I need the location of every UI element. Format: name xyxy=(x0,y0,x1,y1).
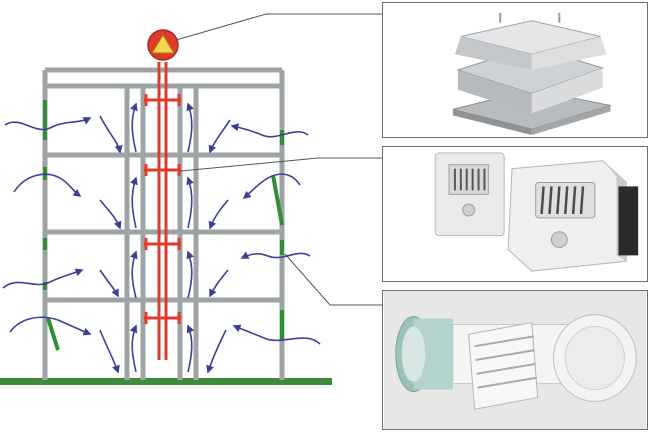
airflow-arrow xyxy=(240,251,311,259)
window-air-inlet-icon xyxy=(383,291,647,429)
exhaust-grille-photo xyxy=(382,146,648,282)
airflow-arrow xyxy=(99,329,120,374)
airflow-arrow xyxy=(99,115,123,154)
wall-exhaust-grille-icon xyxy=(383,147,647,281)
airflow-arrow xyxy=(186,176,194,229)
callout-line-exhaust-grille xyxy=(180,157,382,172)
callout-line-roof-fan xyxy=(175,13,382,41)
window-inlet-photo xyxy=(382,290,648,430)
exhaust-duct xyxy=(144,62,181,360)
ground-line xyxy=(0,378,332,385)
airflow-arrow xyxy=(242,173,301,200)
roof-exhaust-fan-icon xyxy=(383,3,647,137)
airflow-arrow xyxy=(230,123,309,138)
airflow-arrow xyxy=(4,117,92,131)
airflow-arrow xyxy=(209,269,229,298)
airflow-arrow xyxy=(208,119,231,154)
airflow-arrow xyxy=(130,250,138,299)
airflow-arrow xyxy=(130,102,138,153)
roof-fan-icon xyxy=(147,29,179,61)
airflow-arrow xyxy=(9,316,92,336)
callout-line-window-inlet xyxy=(284,253,382,306)
airflow-arrow xyxy=(13,173,82,197)
airflow-arrows xyxy=(2,102,321,374)
airflow-arrow xyxy=(208,199,229,230)
airflow-arrow xyxy=(2,268,84,289)
airflow-arrow xyxy=(99,199,122,230)
inlet-vent xyxy=(46,317,60,351)
building-frame xyxy=(42,67,285,380)
airflow-arrow xyxy=(129,324,138,373)
airflow-arrow xyxy=(130,176,138,229)
airflow-arrow xyxy=(186,102,194,153)
airflow-arrow xyxy=(99,269,119,298)
callout-lines xyxy=(175,13,382,306)
inlet-vent xyxy=(271,174,284,226)
roof-fan-photo xyxy=(382,2,648,138)
inlet-vents xyxy=(43,100,284,351)
airflow-arrow xyxy=(186,324,195,373)
airflow-arrow xyxy=(232,324,321,345)
airflow-arrow xyxy=(206,329,227,374)
airflow-arrow xyxy=(186,250,194,299)
